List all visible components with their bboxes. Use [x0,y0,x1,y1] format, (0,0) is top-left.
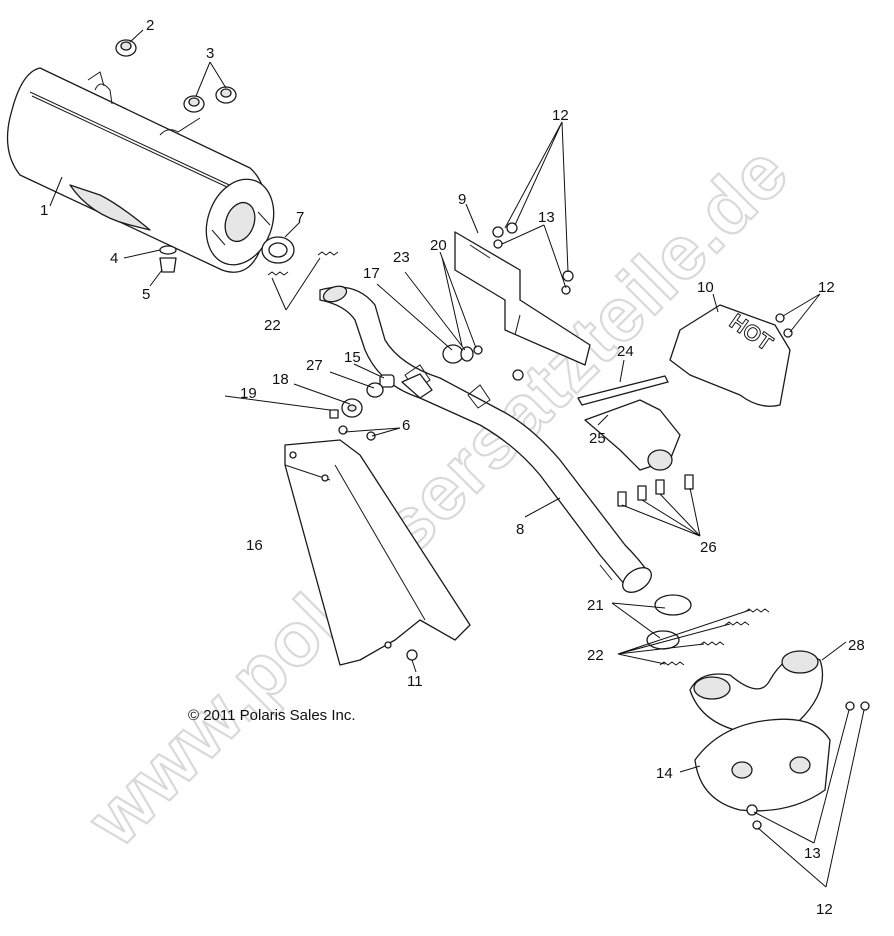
callout-3: 3 [206,45,214,62]
callout-15: 15 [344,349,361,366]
flange-bolts [617,474,694,507]
spring-set-upper [267,251,339,276]
callout-17: 17 [363,265,380,282]
spring-set-lower [659,608,770,666]
bracket [454,231,591,366]
callout-5: 5 [142,286,150,303]
callout-12-bracket: 12 [552,107,569,124]
washer-bolt [159,245,177,273]
callout-22-upper: 22 [264,317,281,334]
callout-7: 7 [296,209,304,226]
callout-24: 24 [617,343,634,360]
grommet [115,39,137,57]
gasket-flat [577,375,669,406]
callout-23: 23 [393,249,410,266]
callout-20: 20 [430,237,447,254]
callout-8: 8 [516,521,524,538]
callout-16: 16 [246,537,263,554]
callout-10: 10 [697,279,714,296]
callout-25: 25 [589,430,606,447]
callout-12-shield: 12 [818,279,835,296]
exhaust-flange [584,399,681,471]
callout-22-lower: 22 [587,647,604,664]
callout-26: 26 [700,539,717,556]
callout-9: 9 [458,191,466,208]
heat-shield-hot: HOT [669,304,791,407]
callout-11: 11 [407,673,423,690]
callout-14: 14 [656,765,673,782]
gasket-ring [261,236,295,264]
callout-4: 4 [110,250,118,267]
callout-6: 6 [402,417,410,434]
clamp-rings [646,594,692,650]
hanger-hardware [329,373,433,441]
callout-numbers: 1 2 3 4 5 6 7 8 9 10 11 12 12 12 13 13 1… [40,17,865,918]
lower-heat-shield [284,439,471,666]
shield-bolts [775,313,793,338]
callout-21: 21 [587,597,604,614]
copyright-notice: © 2011 Polaris Sales Inc. [188,707,356,724]
muffler [6,67,275,273]
callout-19: 19 [240,385,257,402]
callout-1: 1 [40,202,48,219]
head-pipe [319,285,652,593]
bracket-hardware [442,222,574,381]
callout-27: 27 [306,357,323,374]
callout-28: 28 [848,637,865,654]
callout-12-lower: 12 [816,901,833,918]
leader-lines [49,29,865,888]
callout-13-bracket: 13 [538,209,555,226]
grommet-pair [183,86,237,113]
callout-13-lower: 13 [804,845,821,862]
y-pipe [689,650,824,737]
callout-2: 2 [146,17,154,34]
callout-18: 18 [272,371,289,388]
nut [406,649,418,661]
y-pipe-heat-shield [694,718,831,812]
